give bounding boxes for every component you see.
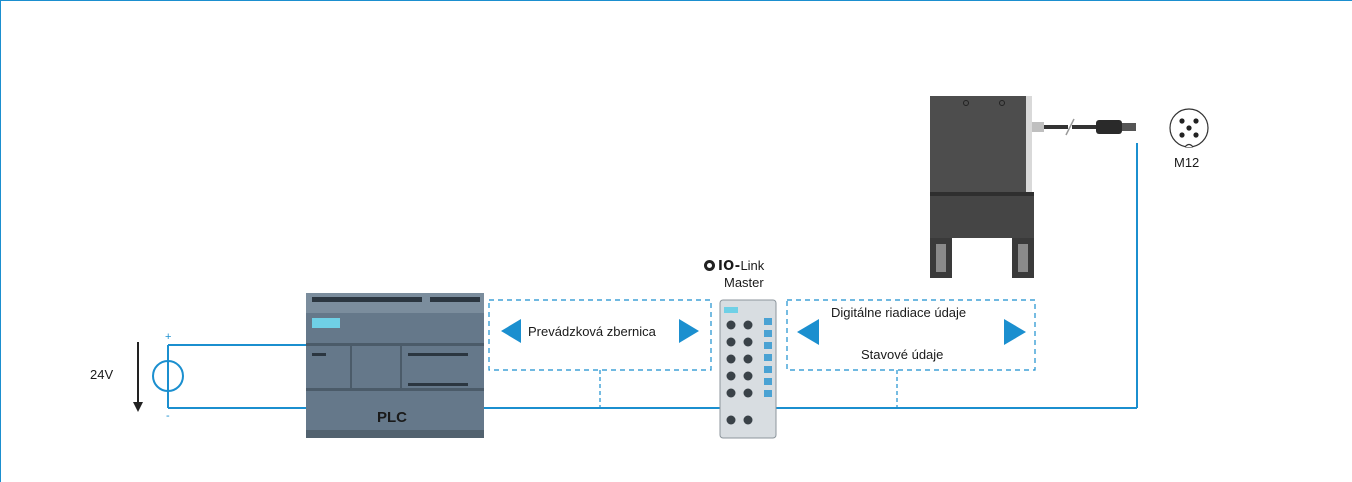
io-link-actuator-device — [930, 96, 1136, 278]
power-supply — [133, 342, 306, 412]
status-data-label: Stavové údaje — [861, 347, 944, 362]
io-link-brand-prefix: IO- — [718, 259, 741, 274]
m12-label: M12 — [1174, 155, 1200, 170]
io-link-logo: IO-Link — [704, 258, 764, 274]
arrow-left-icon — [797, 319, 819, 345]
master-label: Master — [724, 275, 764, 290]
m12-connector-icon — [1169, 108, 1209, 148]
plus-terminal-label: + — [165, 331, 172, 343]
plc-label: PLC — [377, 409, 407, 426]
plc-device — [306, 293, 484, 438]
voltage-label: 24V — [90, 367, 114, 382]
arrow-left-icon — [501, 319, 521, 343]
fieldbus-box — [488, 299, 712, 371]
minus-terminal-label: - — [166, 410, 170, 422]
fieldbus-label: Prevádzková zbernica — [528, 324, 656, 339]
bus-lines — [484, 143, 1138, 409]
control-data-label: Digitálne riadiace údaje — [831, 305, 967, 320]
arrow-right-icon — [1004, 319, 1026, 345]
io-link-logo-icon — [704, 260, 715, 271]
arrow-right-icon — [679, 319, 699, 343]
io-link-master-device — [719, 299, 777, 439]
io-link-brand-suffix: Link — [740, 258, 765, 273]
device-channel-box — [786, 299, 1036, 371]
